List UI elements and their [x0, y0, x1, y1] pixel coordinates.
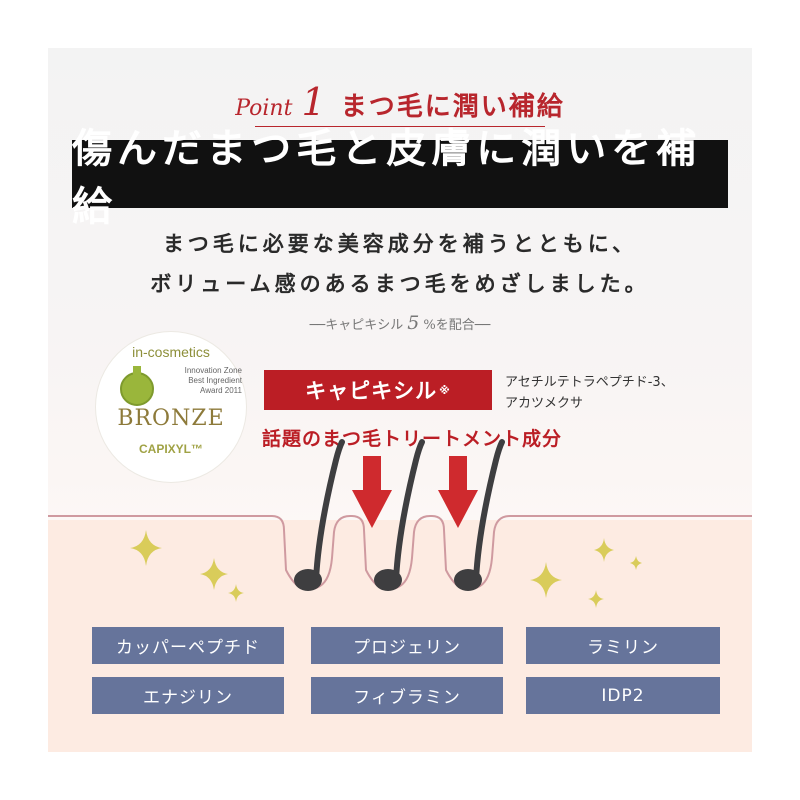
- follicle-bulb: [454, 569, 482, 591]
- point-title: まつ毛に潤い補給: [340, 92, 565, 122]
- ingredient-tag: IDP2: [526, 677, 720, 714]
- blend-before: ──キャピキシル: [309, 318, 404, 333]
- ingredient-name: キャピキシル: [305, 379, 438, 403]
- flask-icon: [120, 366, 154, 406]
- ingredient-tag: フィブラミン: [311, 677, 503, 714]
- down-arrow-icon: [352, 456, 392, 528]
- sparkle-icon: [588, 590, 604, 608]
- ingredient-tag: カッパーペプチド: [92, 627, 284, 664]
- down-arrow-icon: [438, 456, 478, 528]
- headline-banner: 傷んだまつ毛と皮膚に潤いを補給: [72, 125, 728, 230]
- ingredient-tag: エナジリン: [92, 677, 284, 714]
- follicle-bulb: [294, 569, 322, 591]
- award-brand: in-cosmetics: [132, 344, 210, 360]
- sparkle-icon: [228, 584, 244, 602]
- point-word: Point: [235, 96, 293, 121]
- follicle-bulb: [374, 569, 402, 591]
- point-number: 1: [301, 80, 326, 124]
- point-heading: Point 1 まつ毛に潤い補給: [0, 80, 800, 124]
- award-zone: Innovation Zone Best Ingredient Award 20…: [158, 366, 242, 396]
- award-product: CAPIXYL™: [138, 442, 203, 456]
- description-line-2: ボリューム感のあるまつ毛をめざしました。: [150, 271, 650, 296]
- ingredient-tag: プロジェリン: [311, 627, 503, 664]
- ingredient-note-mark: ※: [439, 383, 451, 397]
- eyelash-hair-icon: [473, 439, 505, 583]
- blend-after: %を配合──: [423, 318, 491, 333]
- sparkle-icon: [594, 538, 614, 562]
- ingredient-label: キャピキシル※: [264, 370, 492, 410]
- headline-text: 傷んだまつ毛と皮膚に潤いを補給: [72, 125, 702, 230]
- sparkle-icon: [200, 558, 228, 590]
- description-line-1: まつ毛に必要な美容成分を補うとともに、: [162, 231, 638, 256]
- ingredient-tagline: 話題のまつ毛トリートメント成分: [262, 428, 563, 450]
- ingredient-desc-line-2: アカツメクサ: [505, 396, 584, 411]
- award-line-3: Award 2011: [200, 386, 242, 395]
- sparkle-icon: [530, 562, 562, 598]
- award-line-2: Best Ingredient: [188, 376, 242, 385]
- skin-surface-line: [48, 515, 752, 591]
- blend-percent: 5: [407, 312, 420, 334]
- award-rank: BRONZE: [117, 406, 225, 431]
- ingredient-description: アセチルテトラペプチド-3、 アカツメクサ: [505, 372, 674, 414]
- eyelash-hair-icon: [393, 439, 425, 583]
- ingredient-tag: ラミリン: [526, 627, 720, 664]
- ingredient-desc-line-1: アセチルテトラペプチド-3、: [505, 375, 674, 390]
- eyelash-hair-icon: [313, 439, 345, 583]
- award-line-1: Innovation Zone: [184, 366, 242, 375]
- sparkle-icon: [130, 530, 162, 566]
- sparkle-icon: [630, 556, 642, 570]
- award-badge-icon: in-cosmetics Innovation Zone Best Ingred…: [96, 332, 246, 482]
- heading-rule: [255, 126, 545, 127]
